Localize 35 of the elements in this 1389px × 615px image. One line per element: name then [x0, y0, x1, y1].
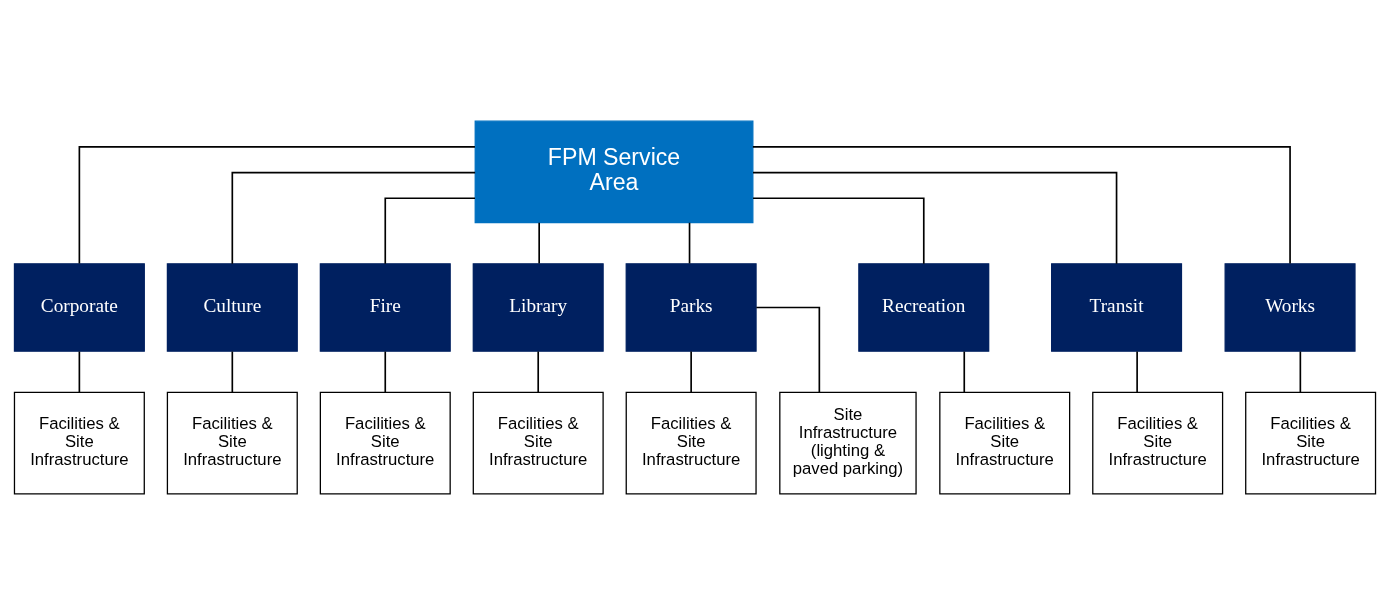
connector: [78, 350, 80, 394]
node-box: Parks: [625, 263, 757, 352]
node-box: Recreation: [857, 263, 989, 352]
node-box: Facilities & Site Infrastructure: [13, 391, 145, 495]
connector: [689, 350, 692, 394]
node-box: Library: [472, 263, 604, 352]
connector: [536, 350, 539, 394]
connector: [962, 350, 965, 394]
node-box: Site Infrastructure (lighting & paved parking): [778, 391, 917, 495]
connector: [231, 171, 476, 265]
connector: [751, 146, 1291, 265]
node-box: Culture: [166, 263, 298, 352]
node-box: FPM Service Area: [474, 120, 753, 224]
connector: [231, 350, 233, 394]
connector: [78, 146, 476, 265]
node-box: Corporate: [13, 263, 145, 352]
node-box: Facilities & Site Infrastructure: [1091, 391, 1223, 495]
connector: [751, 197, 925, 265]
connector: [755, 306, 820, 394]
node-box: Transit: [1050, 263, 1182, 352]
node-box: Facilities & Site Infrastructure: [1244, 391, 1376, 495]
node-box: Facilities & Site Infrastructure: [319, 391, 451, 495]
node-box: Facilities & Site Infrastructure: [166, 391, 298, 495]
connector: [1135, 350, 1138, 394]
node-box: Fire: [319, 263, 451, 352]
node-box: Facilities & Site Infrastructure: [472, 391, 604, 495]
connector: [1299, 350, 1301, 394]
connector: [383, 350, 386, 394]
connector: [751, 171, 1117, 265]
connector: [688, 221, 690, 265]
connector: [383, 197, 476, 265]
node-box: Facilities & Site Infrastructure: [625, 391, 757, 495]
node-box: Facilities & Site Infrastructure: [938, 391, 1070, 495]
connector: [537, 221, 540, 265]
node-box: Works: [1224, 263, 1356, 352]
